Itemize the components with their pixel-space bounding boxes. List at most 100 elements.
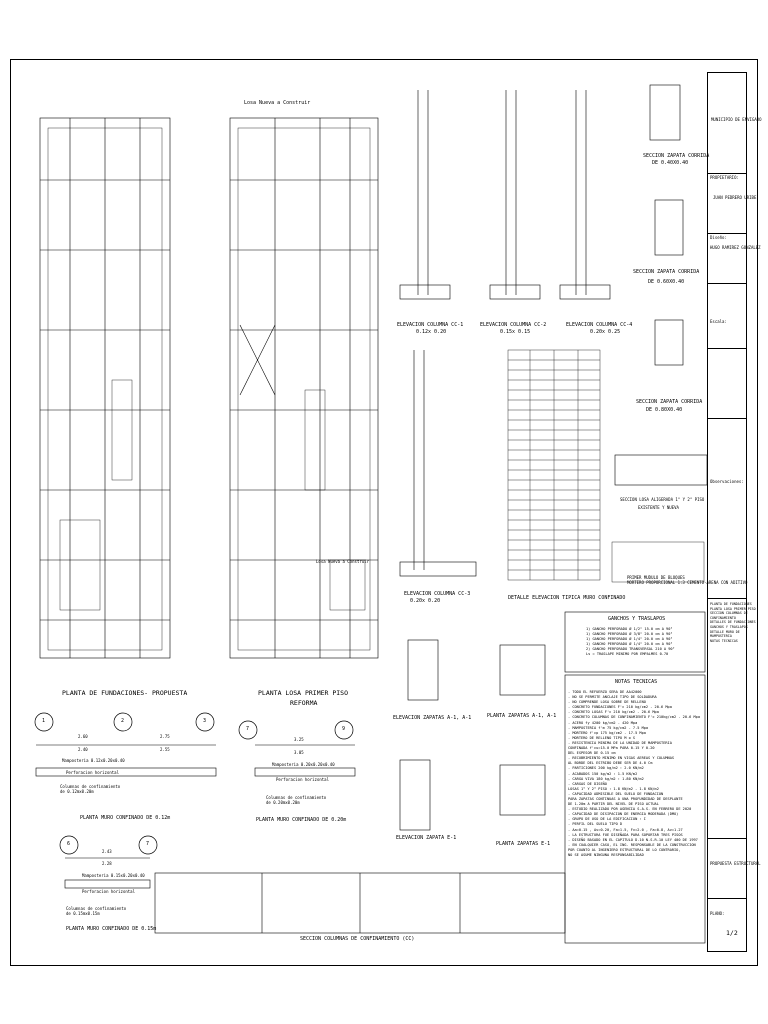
axis-bubble-6: 6 [67,841,71,847]
tb-propuesta: PROPUESTA ESTRUCTURAL [710,861,761,866]
w12-dim-top-1: 2.60 [78,734,88,739]
ganchos-line: Ls = TRASLAPE MINIMO POR EMPALMES 0.70 [586,652,669,657]
column-elevations-row1 [399,90,611,300]
nota-line: - MAMPOSTERIA f'm 75 kg/cm2 - 7.5 Mpa [568,725,649,730]
slab-plan-title: PLANTA LOSA PRIMER PISO [258,689,349,697]
ganchos-line: 2) GANCHO PERFORADO TRANSVERSAL 210 A 90… [586,647,675,652]
ganchos-line: 1) GANCHO PERFORADO Ø 3/8" 20.0 cm A 90° [586,632,673,637]
tb-contenido-line: PLANTA DE FUNDACIONES [710,602,752,606]
nota-line: - DISEÑO BASADO EN EL CAPITULO D.10 N.S.… [568,837,698,842]
w12-dim-bottom-1: 2.40 [78,747,88,752]
axis-bubble-3: 3 [203,718,207,724]
nota-line: CONFINADA f'cu=15.0 MPa PARA 0.15 Y 0.20 [568,746,655,751]
cc-sections-title: SECCION COLUMNAS DE CONFINAMIENTO (CC) [300,936,415,942]
drawing-sheet [10,59,758,966]
cc4-title: ELEVACION COLUMNA CC-4 [566,322,633,328]
cc3-title: ELEVACION COLUMNA CC-3 [404,591,471,597]
muro-note-1: PRIMER MUDULO DE BLOQUES [627,575,685,580]
nota-line: - CONCRETO LOSAS F'c 210 kg/cm2 - 20.6 M… [568,710,659,715]
masonry-wall-detail [507,349,705,583]
axis-bubble-9: 9 [342,726,346,732]
nota-line: - GRUPO DE USO DE LA EDIFICACION : I [568,817,646,822]
tb-contenido-line: GANCHOS Y TRASLAPOS [710,624,748,629]
nota-line: - MORTERO DE RELLENO TIPO M o S [568,735,636,740]
column-elevation-cc3 [399,350,477,577]
tb-escala-label: Escala: [710,319,727,324]
axis-bubble-7: 7 [246,726,250,732]
tb-diseno-label: Diseño: [710,235,727,240]
w15-cols-size: de 0.15mx0.15m [66,911,100,916]
axis-bubble-1: 1 [42,718,46,724]
slab-note: Losa Nueva a Construir [244,100,311,106]
ganchos-line: 1) GANCHO PERFORADO Ø 1/2" 15.0 cm A 90° [586,627,673,631]
nota-line: - RESISTENCIA MINIMA DE LA UNIDAD DE MAM… [568,740,672,745]
zc1-size: DE 0.40X0.40 [652,160,689,166]
tb-contenido-line: PLANTA LOSA PRIMER PISO [710,606,756,611]
w20-cols: Columnas de confinamiento [266,795,327,800]
w20-dim-bottom: 3.05 [294,750,304,755]
nota-line: - TODO EL REFUERZO SERA DE AA42000 [568,690,642,694]
slab-plan-outline [229,117,379,659]
nota-line: - CONCRETO FUNDACIONES F'c 210 kg/cm2 - … [568,705,672,710]
tb-municipio: MUNICIPIO DE ENVIGADO [711,117,762,122]
nota-line: PARA ZAPATAS CONTINUAS A UNA PROFUNDIDAD… [568,796,683,801]
nota-line: - EN CUALQUIER CASO, EL ING. RESPONSABLE… [568,842,696,847]
w12-cols: Columnas de confinamiento [60,784,121,789]
nota-line: - RECUBRIMIENTO MINIMO EN VIGAS AEREAS Y… [568,756,675,761]
cc2-title: ELEVACION COLUMNA CC-2 [480,322,547,328]
notas-list: - TODO EL REFUERZO SERA DE AA42000 - NO … [568,690,700,858]
zc2-title: SECCION ZAPATA CORRIDA [633,269,700,275]
w12-cols-size: de 0.12mx0.20m [60,789,94,794]
w15-dim-bottom: 2.28 [102,861,112,866]
zc2-size: DE 0.60X0.40 [648,279,685,285]
cc3-size: 0.20x 0.20 [410,598,441,604]
tb-plano-number: 1/2 [726,929,738,937]
w20-sub: Perforacion horizontal [276,777,329,782]
ganchos-line: 1) GANCHO PERFORADO Ø 1/4" 20.0 cm A 90° [586,642,673,647]
axis-bubble-7b: 7 [146,841,150,847]
ea1-title: ELEVACION ZAPATAS A-1, A-1 [393,715,472,721]
nota-line: LOSAS 1° Y 2° PISO : 1.8 KN/m2 - 1.8 KN/… [568,786,659,791]
tb-contenido-line: SECCION COLUMNAS DE [710,611,748,616]
nota-line: NO SE ASUME NINGUNA RESPONSABILIDAD [568,853,644,857]
w15-sub: Perforacion horizontal [82,889,135,894]
nota-line: - LA ESTRUCTURA FUE DISEÑADA PARA SOPORT… [568,832,683,837]
zc1-title: SECCION ZAPATA CORRIDA [643,153,710,159]
slab-plan-subtitle: REFORMA [290,699,318,707]
nota-line: - CARGA VIVA 180 kg/m2 : 1.80 KN/m2 [568,776,644,781]
nota-line: - CARGAS DE DISEÑO [568,781,607,786]
losa-section-subtitle: EXISTENTE Y NUEVA [638,505,679,510]
nota-line: - PARTICIONES 200 kg/m2 : 2.0 KN/m2 [568,766,644,771]
tb-plano-label: PLANO: [710,911,725,916]
w15-dim-top: 2.43 [102,849,112,854]
w15-title: PLANTA MURO CONFINADO DE 0.15m [66,926,157,932]
w12-dim-top-2: 2.75 [160,734,170,739]
nota-line: AL BORDE DEL ESTRIBO DEBE SER DE 4.0 Cm [568,761,653,766]
ganchos-title: GANCHOS Y TRASLAPOS [608,616,666,622]
nota-line: - ACABADOS 150 kg/m2 : 1.5 KN/m2 [568,771,638,776]
w15-label: Mamposteria 0.15x0.20x0.40 [82,873,145,878]
w20-title: PLANTA MURO CONFINADO DE 0.20m [256,817,347,823]
tb-propietario-label: PROPIETARIO: [710,175,739,180]
nota-line: - Aa=0.15 , Av=0.20, Fa=1.5, Fv=2.0 , Fa… [568,827,683,832]
cc1-title: ELEVACION COLUMNA CC-1 [397,322,464,328]
zc3-size: DE 0.80X0.40 [646,407,683,413]
nota-line: - PERFIL DEL SUELO TIPO D [568,822,623,827]
nota-line: - CONCRETO COLUMNAS DE CONFINAMIENTO F'c… [568,715,700,720]
w12-label: Mamposteria 0.12x0.20x0.40 [62,758,125,763]
axis-bubble-2: 2 [121,718,125,724]
tb-propietario: JUAN PEDRERO URIBE [713,195,757,200]
zc3-title: SECCION ZAPATA CORRIDA [636,399,703,405]
cc1-size: 0.12x 0.20 [416,329,447,335]
cc2-size: 0.15x 0.15 [500,329,531,335]
ganchos-list: 1) GANCHO PERFORADO Ø 1/2" 15.0 cm A 90°… [586,627,675,658]
tb-contenido-line: CONFINAMIENTO [710,615,736,620]
nota-line: - ESTUDIO REALIZADO POR AGENCIA S.A.S. E… [568,807,692,812]
w12-title: PLANTA MURO CONFINADO DE 0.12m [80,815,171,821]
foundation-plan-title: PLANTA DE FUNDACIONES- PROPUESTA [62,689,188,697]
cc4-size: 0.20x 0.25 [590,329,621,335]
w12-dim-bottom-2: 2.55 [160,747,170,752]
slab-note-2: Losa Nueva a Construir [316,559,369,564]
nota-line: POR CUANTO AL INGENIERO ESTRUCTURAL DE L… [568,847,681,852]
